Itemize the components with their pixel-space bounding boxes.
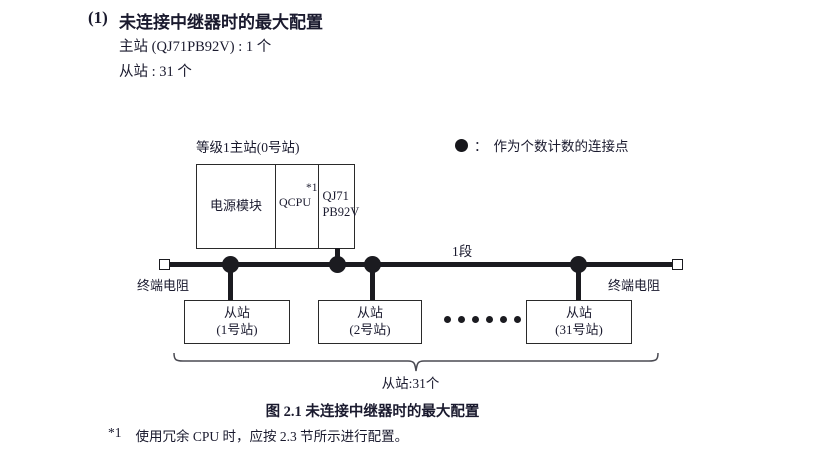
legend-colon: ：: [474, 139, 488, 154]
master-station-label: 等级1主站(0号站): [196, 140, 300, 155]
ellipsis-dot-icon: [472, 316, 479, 323]
heading-number: (1): [88, 8, 108, 27]
network-module-label-line2: PB92V: [322, 204, 360, 219]
filled-circle-icon: [455, 138, 468, 152]
segment-label: 1段: [452, 244, 473, 259]
footnote-marker: *1: [108, 425, 122, 440]
slave-station-box: 从站 (31号站): [526, 300, 632, 344]
slave-range-brace: [170, 352, 662, 379]
ellipsis-dot-icon: [500, 316, 507, 323]
terminator-left-icon: [159, 259, 170, 270]
legend: ： 作为个数计数的连接点: [455, 135, 629, 155]
ellipsis-dot-icon: [514, 316, 521, 323]
bus-trunk-line: [168, 262, 672, 267]
slave-station-number: (2号站): [349, 322, 391, 337]
ellipsis-dot-icon: [486, 316, 493, 323]
page-title: 未连接中继器时的最大配置: [119, 13, 323, 32]
network-module-label-line1: QJ71: [322, 189, 349, 203]
footnote: *1 使用冗余 CPU 时，应按 2.3 节所示进行配置。: [108, 425, 408, 445]
figure-caption: 图 2.1 未连接中继器时的最大配置: [265, 404, 480, 420]
slave-station-number: (31号站): [555, 322, 603, 337]
slave-drop-line: [228, 264, 233, 302]
slave-station-box: 从站 (1号站): [184, 300, 290, 344]
slave-range-label: 从站:31个: [381, 376, 440, 391]
slave-station-name: 从站: [223, 305, 250, 321]
spec-master-count: 主站 (QJ71PB92V) : 1 个: [119, 39, 272, 55]
slave-drop-line: [370, 264, 375, 302]
power-module-label: 电源模块: [209, 198, 262, 214]
slave-drop-line: [576, 264, 581, 302]
terminator-right-label: 终端电阻: [608, 278, 661, 293]
ellipsis-dot-icon: [458, 316, 465, 323]
terminator-right-icon: [672, 259, 683, 270]
legend-label: 作为个数计数的连接点: [493, 139, 629, 154]
cpu-module-cell: QCPU *1: [276, 165, 320, 248]
slave-station-box: 从站 (2号站): [318, 300, 422, 344]
power-module-cell: 电源模块: [197, 165, 276, 248]
spec-slave-count: 从站 : 31 个: [119, 64, 192, 80]
slave-station-name: 从站: [565, 305, 592, 321]
ellipsis-dots-icon: [444, 316, 521, 323]
footnote-text: 使用冗余 CPU 时，应按 2.3 节所示进行配置。: [135, 429, 409, 444]
slave-station-number: (1号站): [216, 322, 258, 337]
ellipsis-dot-icon: [444, 316, 451, 323]
slave-station-name: 从站: [356, 305, 383, 321]
cpu-footnote-marker: *1: [305, 182, 318, 194]
terminator-left-label: 终端电阻: [137, 278, 190, 293]
connection-point-icon: [329, 256, 346, 273]
cpu-module-label: QCPU: [279, 195, 312, 209]
